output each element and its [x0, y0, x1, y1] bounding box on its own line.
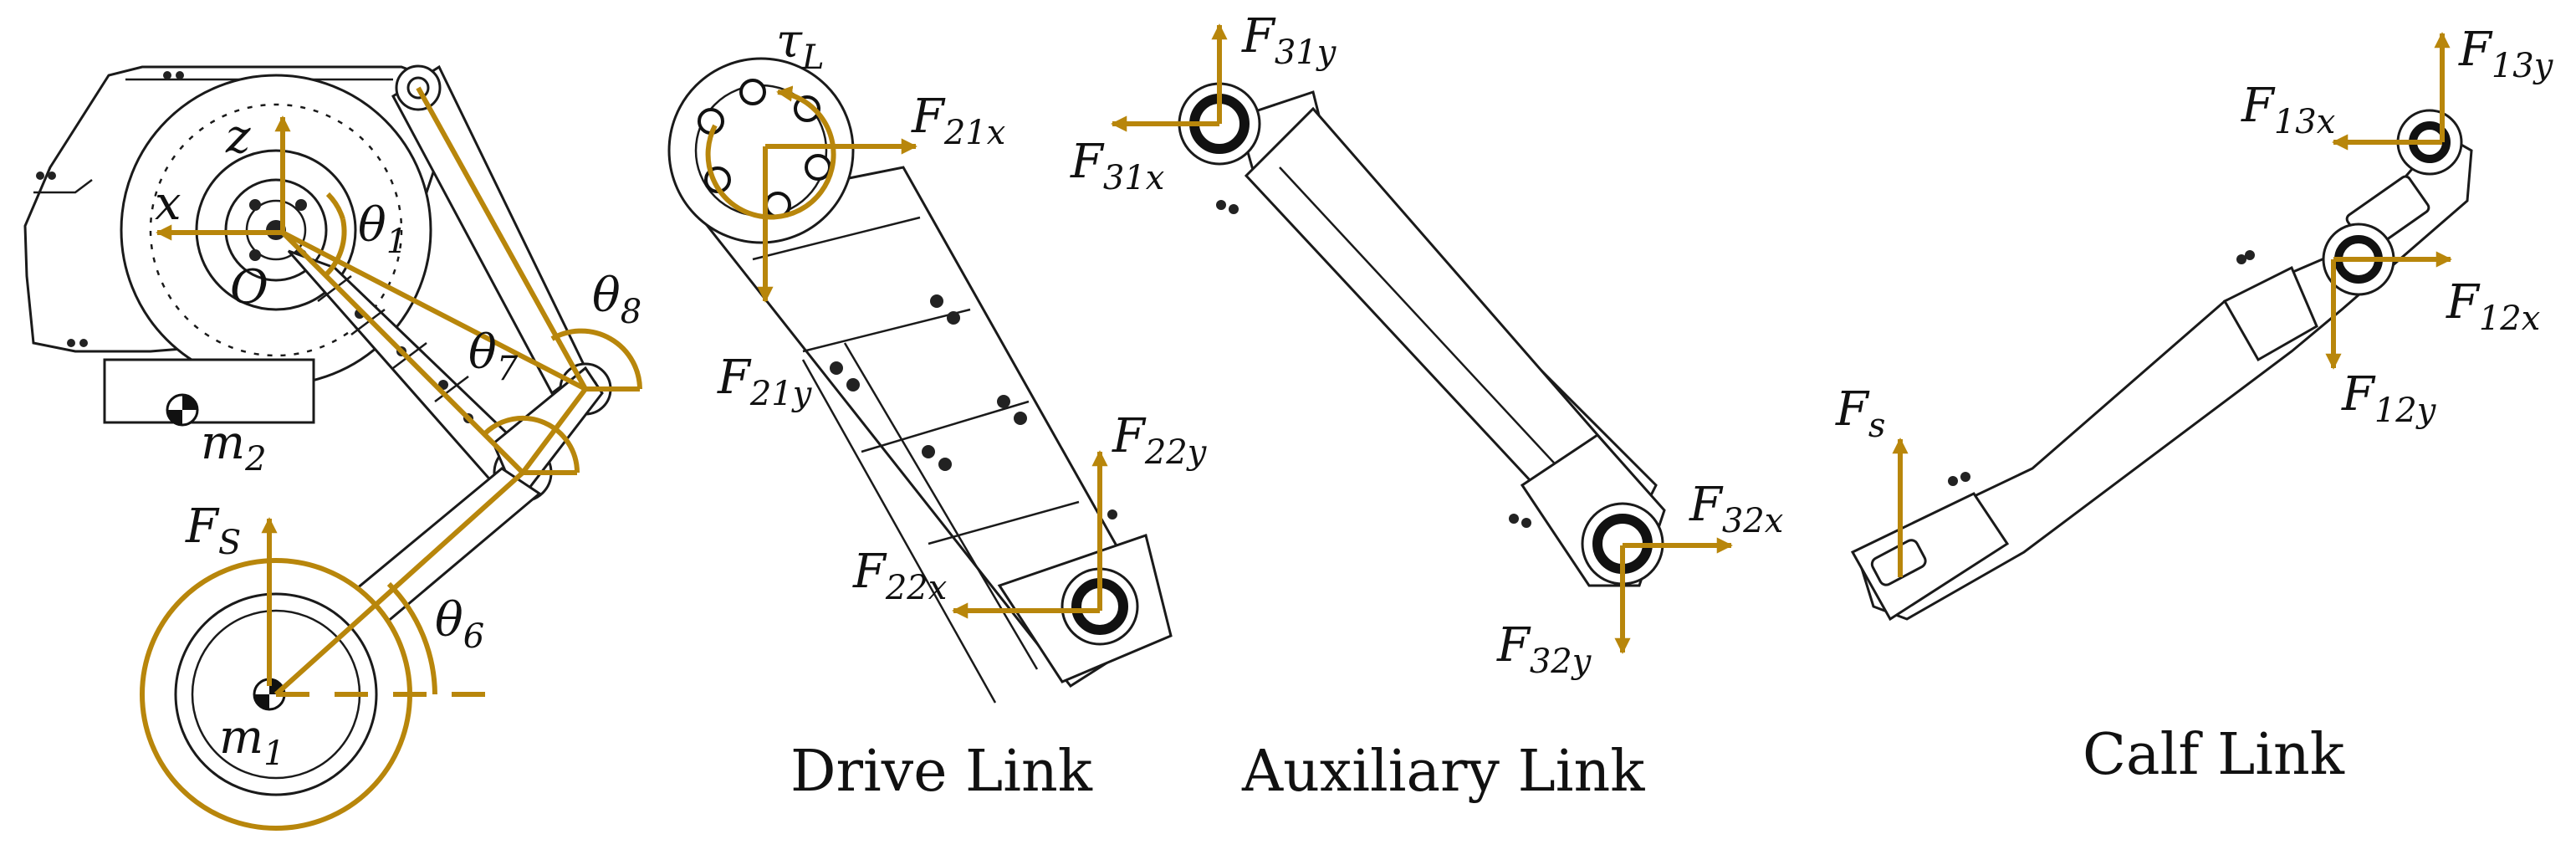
auxiliary-link [1111, 23, 1733, 654]
f32y-label: F32y [1496, 618, 1592, 681]
tau-l-arrow [705, 85, 836, 220]
f12y-label: F12y [2341, 367, 2437, 430]
leg-labels: z x O θ1 θ8 θ7 θ6 m2 m1 FS [155, 110, 641, 773]
theta1-arc [322, 218, 347, 279]
f21x-label: F21x [911, 90, 1005, 152]
theta7-label: θ7 [468, 325, 519, 388]
tau-l-label: τL [776, 14, 825, 77]
origin-label: O [230, 260, 268, 315]
auxiliary-link-labels: F31y F31x F32x F32y Auxiliary Link [1070, 9, 1783, 805]
f22y-label: F22y [1112, 409, 1208, 472]
f12x-label: F12x [2446, 275, 2540, 338]
f13y-label: F13y [2458, 23, 2554, 85]
battery-mass [103, 358, 315, 424]
calf-link-title: Calf Link [2083, 722, 2345, 788]
x-axis-label: x [155, 177, 181, 231]
f32x-label: F32x [1689, 478, 1783, 540]
m1-label: m1 [219, 710, 285, 773]
f31y-label: F31y [1241, 9, 1337, 72]
theta1-label: θ1 [358, 198, 407, 261]
f13x-label: F13x [2241, 79, 2335, 141]
fs-calf-label: Fs [1835, 382, 1885, 445]
drive-link [667, 57, 1173, 704]
f22x-label: F22x [852, 545, 947, 607]
z-axis-label: z [225, 110, 251, 164]
drive-link-title: Drive Link [790, 739, 1093, 805]
fs-label: FS [185, 499, 241, 562]
auxiliary-link-title: Auxiliary Link [1241, 739, 1645, 805]
theta6-label: θ6 [435, 593, 484, 656]
calf-link [1850, 32, 2473, 622]
f21y-label: F21y [717, 351, 813, 413]
theta6-arc [386, 581, 437, 695]
drive-link-labels: τL F21x F21y F22y F22x Drive Link [717, 14, 1208, 805]
f31x-label: F31x [1070, 135, 1164, 197]
leg-assembly [23, 64, 642, 831]
com-m2-icon [166, 393, 199, 427]
theta8-arc [550, 328, 642, 390]
theta8-label: θ8 [592, 269, 641, 331]
calf-link-labels: F13y F13x F12x F12y Fs Calf Link [1835, 23, 2554, 788]
theta7-arc [483, 415, 580, 473]
m2-label: m2 [201, 416, 267, 479]
